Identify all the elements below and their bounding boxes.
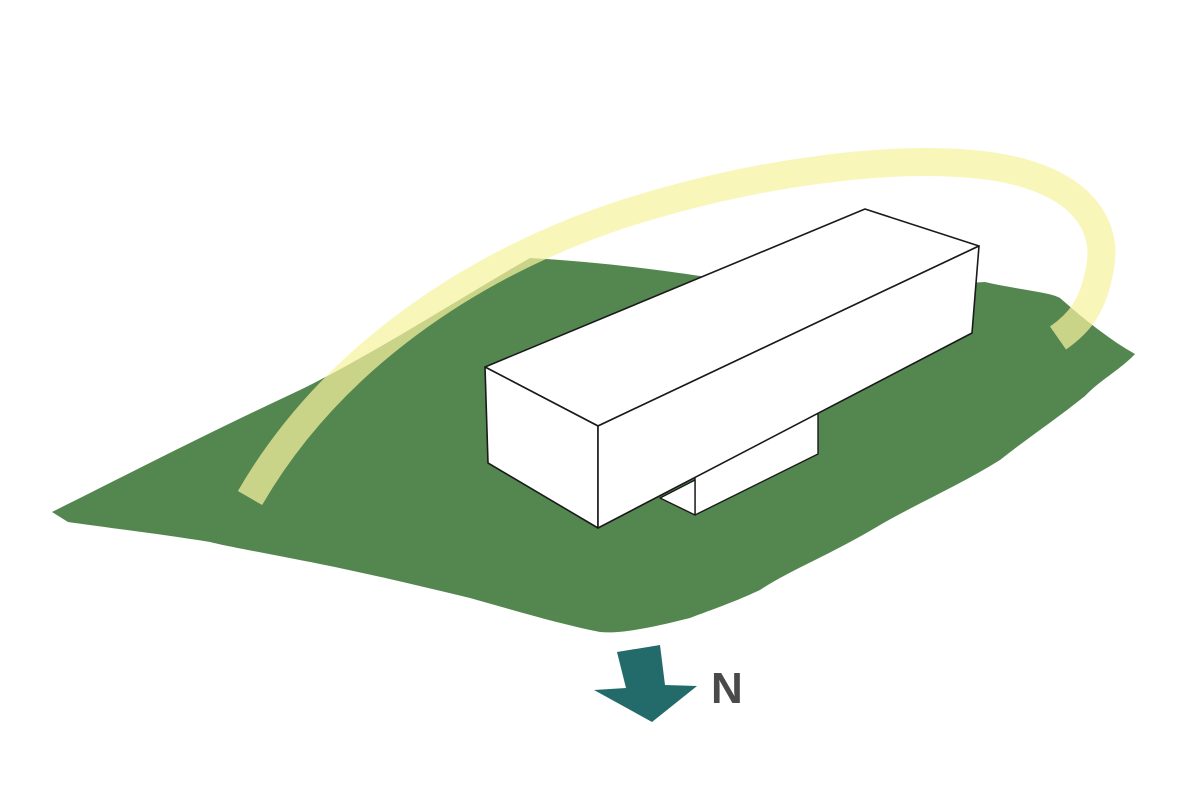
- north-arrow-icon: [594, 645, 697, 722]
- north-label: N: [711, 664, 743, 713]
- building-lower-block-side: [659, 479, 696, 516]
- sun-path-arc: [237, 148, 1116, 506]
- building-side-face: [597, 245, 980, 529]
